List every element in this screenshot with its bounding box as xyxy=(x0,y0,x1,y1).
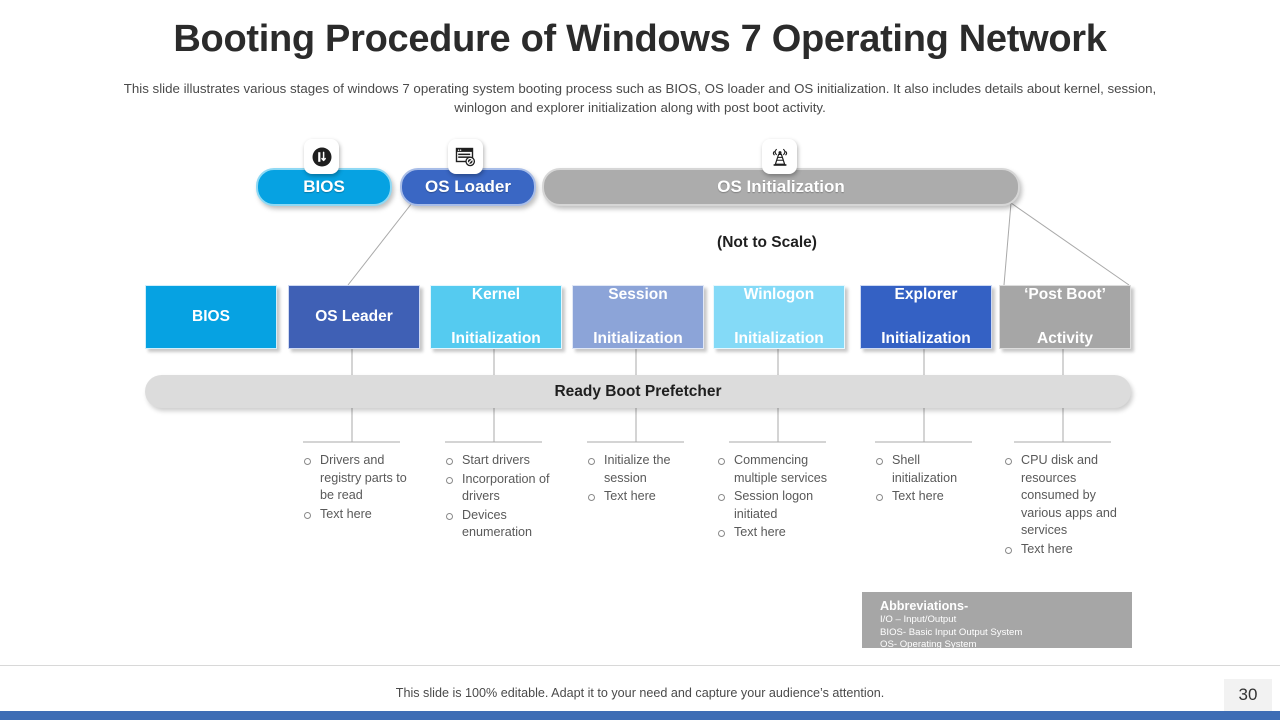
bullet-list-4: Commencing multiple services Session log… xyxy=(717,452,829,542)
list-item: Start drivers xyxy=(445,452,553,470)
bullet-column-4: Commencing multiple services Session log… xyxy=(717,452,829,543)
stage-box-winlogon-initialization-label: Winlogon Initialization xyxy=(726,284,832,350)
stage-box-bios-label: BIOS xyxy=(184,306,238,328)
bullet-list-5: Shell initialization Text here xyxy=(875,452,983,506)
stage-box-explorer-initialization-line2: Initialization xyxy=(881,330,971,347)
stage-box-winlogon-initialization-line1: Winlogon xyxy=(743,286,815,303)
stage-box-os-leader[interactable]: OS Leader xyxy=(288,285,420,349)
power-io-icon-badge xyxy=(304,139,339,174)
footer-divider xyxy=(0,665,1280,666)
list-item: Incorporation of drivers xyxy=(445,471,553,506)
abbreviations-box: Abbreviations- I/O – Input/Output BIOS- … xyxy=(862,592,1132,650)
bullet-list-1: Drivers and registry parts to be read Te… xyxy=(303,452,411,523)
ready-boot-prefetcher-label: Ready Boot Prefetcher xyxy=(554,382,722,400)
bullet-column-1: Drivers and registry parts to be read Te… xyxy=(303,452,411,524)
stage-box-kernel-initialization-line2: Initialization xyxy=(451,330,541,347)
list-item: Session logon initiated xyxy=(717,488,829,523)
stage-box-explorer-initialization-line1: Explorer xyxy=(894,286,958,303)
phase-pill-os-initialization[interactable]: OS Initialization xyxy=(542,168,1020,206)
stage-box-kernel-initialization-line1: Kernel xyxy=(471,286,521,303)
stage-box-kernel-initialization[interactable]: Kernel Initialization xyxy=(430,285,562,349)
abbreviation-line-os: OS- Operating System xyxy=(880,639,977,651)
phase-pill-bios[interactable]: BIOS xyxy=(256,168,392,206)
list-item: Text here xyxy=(1004,541,1120,559)
list-item: Drivers and registry parts to be read xyxy=(303,452,411,505)
stage-box-session-initialization[interactable]: Session Initialization xyxy=(572,285,704,349)
abbreviation-line-io: I/O – Input/Output xyxy=(880,614,957,625)
stage-box-explorer-initialization-label: Explorer Initialization xyxy=(873,284,979,350)
stage-box-os-leader-line1: OS Leader xyxy=(315,308,393,325)
list-item: Text here xyxy=(717,524,829,542)
list-item: Text here xyxy=(875,488,983,506)
phase-pill-os-initialization-label: OS Initialization xyxy=(717,177,845,196)
phase-pill-bios-label: BIOS xyxy=(303,177,345,196)
abbreviations-title: Abbreviations- xyxy=(880,599,969,613)
bullet-column-5: Shell initialization Text here xyxy=(875,452,983,507)
power-io-icon xyxy=(312,147,331,166)
page-number-badge: 30 xyxy=(1224,679,1272,711)
bottom-accent-bar xyxy=(0,711,1280,720)
list-item: Commencing multiple services xyxy=(717,452,829,487)
stage-box-session-initialization-line2: Initialization xyxy=(593,330,683,347)
bullet-list-3: Initialize the session Text here xyxy=(587,452,695,506)
list-item: Text here xyxy=(587,488,695,506)
stage-box-session-initialization-label: Session Initialization xyxy=(585,284,691,350)
page-subtitle: This slide illustrates various stages of… xyxy=(123,81,1157,115)
stage-box-session-initialization-line1: Session xyxy=(608,286,668,303)
stage-box-os-leader-label: OS Leader xyxy=(307,306,401,328)
page-title: Booting Procedure of Windows 7 Operating… xyxy=(173,18,1107,60)
stage-box-post-boot-activity[interactable]: ‘Post Boot’ Activity xyxy=(999,285,1131,349)
phase-pill-os-loader-label: OS Loader xyxy=(425,177,511,196)
bullet-column-2: Start drivers Incorporation of drivers D… xyxy=(445,452,553,543)
browser-window-icon xyxy=(455,147,476,166)
bullet-list-2: Start drivers Incorporation of drivers D… xyxy=(445,452,553,542)
ready-boot-prefetcher-bar[interactable]: Ready Boot Prefetcher xyxy=(145,375,1131,408)
scale-note: (Not to Scale) xyxy=(717,234,817,251)
list-item: Initialize the session xyxy=(587,452,695,487)
stage-box-bios-line1: BIOS xyxy=(192,308,230,325)
list-item: Devices enumeration xyxy=(445,507,553,542)
broadcast-tower-icon-badge xyxy=(762,139,797,174)
stage-box-explorer-initialization[interactable]: Explorer Initialization xyxy=(860,285,992,349)
stage-box-post-boot-activity-label: ‘Post Boot’ Activity xyxy=(1016,284,1114,350)
stage-box-winlogon-initialization-line2: Initialization xyxy=(734,330,824,347)
bullet-column-3: Initialize the session Text here xyxy=(587,452,695,507)
list-item: Text here xyxy=(303,506,411,524)
abbreviation-line-bios: BIOS- Basic Input Output System xyxy=(880,626,1023,638)
stage-box-post-boot-activity-line1: ‘Post Boot’ xyxy=(1024,286,1106,303)
broadcast-tower-icon xyxy=(772,148,787,166)
browser-window-icon-badge xyxy=(448,139,483,174)
stage-box-winlogon-initialization[interactable]: Winlogon Initialization xyxy=(713,285,845,349)
stage-box-post-boot-activity-line2: Activity xyxy=(1037,330,1093,347)
footer-note: This slide is 100% editable. Adapt it to… xyxy=(395,686,885,700)
bullet-column-6: CPU disk and resources consumed by vario… xyxy=(1004,452,1120,560)
stage-box-kernel-initialization-label: Kernel Initialization xyxy=(443,284,549,350)
list-item: CPU disk and resources consumed by vario… xyxy=(1004,452,1120,540)
list-item: Shell initialization xyxy=(875,452,983,487)
bullet-list-6: CPU disk and resources consumed by vario… xyxy=(1004,452,1120,559)
stage-box-bios[interactable]: BIOS xyxy=(145,285,277,349)
